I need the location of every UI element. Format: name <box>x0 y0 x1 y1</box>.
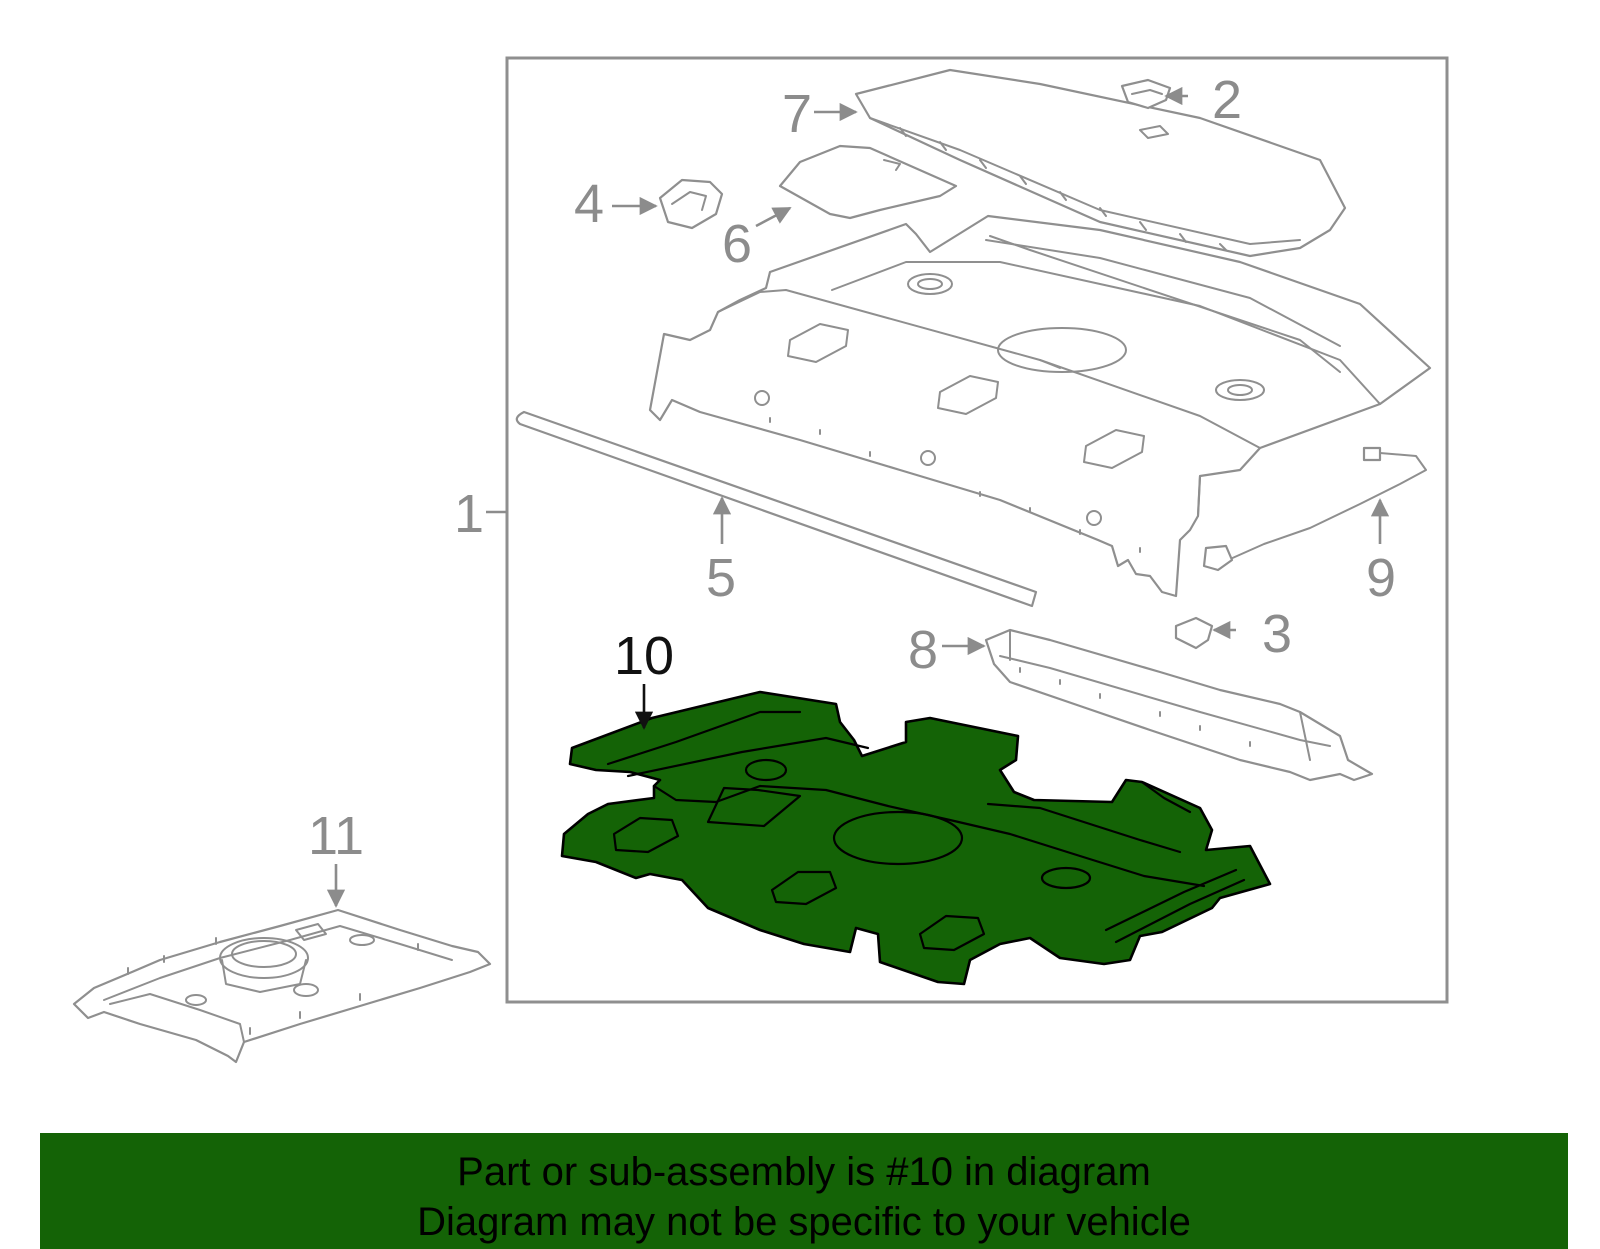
part-3-clip[interactable] <box>1174 616 1214 650</box>
callout-8: 8 <box>908 620 938 680</box>
banner-line-2: Diagram may not be specific to your vehi… <box>417 1200 1191 1244</box>
callout-1: 1 <box>454 484 484 544</box>
callout-5: 5 <box>706 548 736 608</box>
part-5-weatherstrip[interactable] <box>515 410 1038 608</box>
part-2-clip[interactable] <box>1120 78 1172 110</box>
leader-lines <box>326 86 1390 908</box>
callout-4: 4 <box>574 174 604 234</box>
part-11-compartment-panel[interactable] <box>72 908 492 1064</box>
callout-7: 7 <box>782 84 812 144</box>
part-6-speaker-cover[interactable] <box>778 144 958 220</box>
callout-10: 10 <box>614 626 674 686</box>
assembly-frame <box>505 56 1449 1004</box>
part-1-package-tray[interactable] <box>648 214 1432 598</box>
info-banner: Part or sub-assembly is #10 in diagram D… <box>40 1133 1568 1249</box>
callout-3: 3 <box>1262 604 1292 664</box>
part-4-bracket[interactable] <box>658 178 724 230</box>
callout-11: 11 <box>308 806 364 866</box>
callout-9: 9 <box>1366 548 1396 608</box>
part-8-reinforcement[interactable] <box>984 628 1374 782</box>
callout-2: 2 <box>1212 70 1242 130</box>
part-9-cable[interactable] <box>1202 446 1427 572</box>
part-10-insulator[interactable] <box>560 690 1272 986</box>
banner-line-1: Part or sub-assembly is #10 in diagram <box>457 1150 1151 1194</box>
callout-6: 6 <box>722 214 752 274</box>
part-7-trim-panel[interactable] <box>854 68 1347 258</box>
